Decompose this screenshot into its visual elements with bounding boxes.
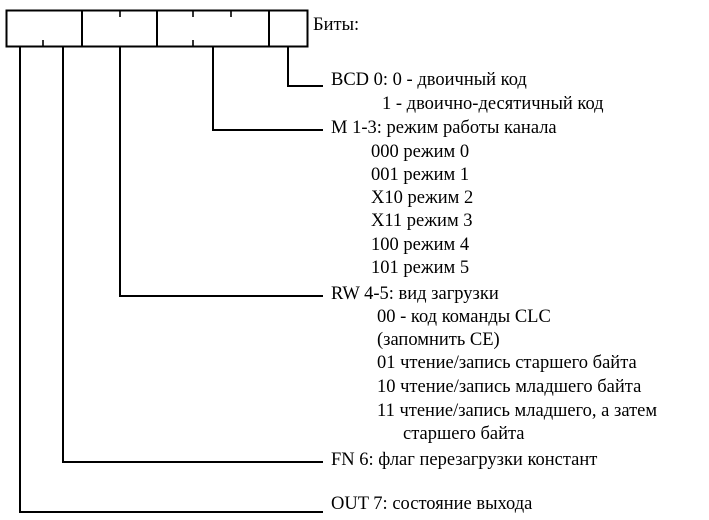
field-m-value: 100 режим 4	[371, 235, 470, 255]
field-rw-value: 00 - код команды CLC	[377, 307, 551, 327]
field-m-value: 101 режим 5	[371, 258, 470, 278]
field-rw-value: 01 чтение/запись старшего байта	[377, 353, 637, 373]
leader-m	[212, 47, 323, 131]
leader-bcd	[287, 47, 323, 87]
field-out-label: OUT 7: состояние выхода	[331, 494, 533, 514]
field-m-value: 000 режим 0	[371, 142, 470, 162]
field-rw-value: старшего байта	[403, 424, 525, 444]
field-m-value: 001 режим 1	[371, 165, 470, 185]
field-rw-value: (запомнить CE)	[377, 330, 500, 350]
field-rw-value: 10 чтение/запись младшего байта	[377, 377, 642, 397]
leader-rw	[119, 47, 323, 297]
field-m-value: X10 режим 2	[371, 188, 474, 208]
field-rw-value: 11 чтение/запись младшего, а затем	[377, 401, 658, 421]
field-m-label: M 1-3: режим работы канала	[331, 118, 557, 138]
field-bcd-value: 1 - двоично-десятичный код	[382, 94, 604, 114]
leader-fn	[62, 47, 323, 463]
field-rw-label: RW 4-5: вид загрузки	[331, 284, 499, 304]
bits-title: Биты:	[313, 15, 360, 35]
leader-out	[19, 47, 323, 513]
field-m-value: X11 режим 3	[371, 211, 473, 231]
field-fn-label: FN 6: флаг перезагрузки констант	[331, 450, 598, 470]
field-bcd-label: BCD 0: 0 - двоичный код	[331, 70, 527, 90]
